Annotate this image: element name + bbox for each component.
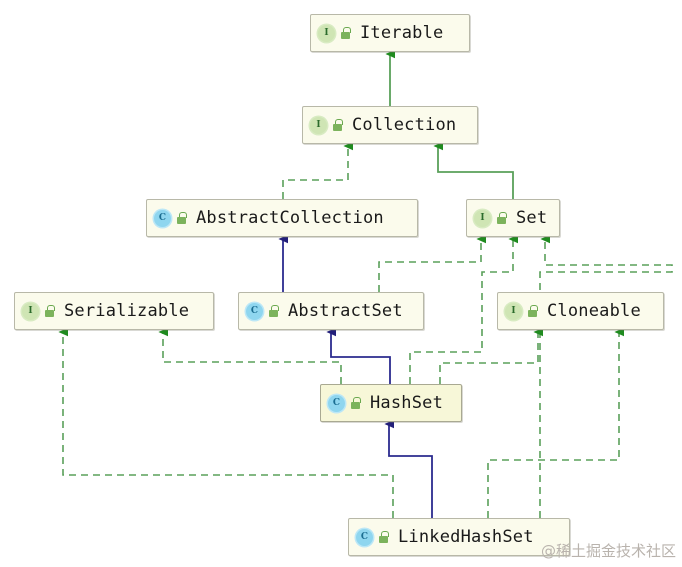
interface-icon: I (505, 302, 522, 320)
uml-node-abstractset[interactable]: C AbstractSet (238, 292, 424, 330)
class-icon: C (246, 302, 263, 320)
edge-linkedhashset-to-cloneable (487, 327, 624, 518)
interface-icon: I (310, 116, 327, 134)
public-lock-icon (378, 531, 389, 543)
edge-hashset-to-set (409, 234, 518, 384)
edge-abstractcollection-to-collection (282, 141, 353, 199)
uml-node-cloneable[interactable]: I Cloneable (497, 292, 664, 330)
interface-icon: I (318, 24, 335, 42)
edge-hashset-to-abstractset (326, 327, 391, 384)
node-icon-group: I (318, 24, 351, 42)
node-label: Serializable (64, 301, 190, 321)
public-lock-icon (44, 305, 55, 317)
node-label: Collection (352, 115, 457, 135)
public-lock-icon (268, 305, 279, 317)
node-label: LinkedHashSet (398, 527, 534, 547)
uml-node-set[interactable]: I Set (466, 199, 560, 237)
edge-linkedhashset-to-serializable (58, 327, 394, 518)
class-icon: C (328, 394, 345, 412)
public-lock-icon (350, 397, 361, 409)
node-icon-group: C (356, 528, 389, 546)
uml-node-linkedhashset[interactable]: C LinkedHashSet (348, 518, 570, 556)
node-icon-group: C (154, 209, 187, 227)
node-icon-group: I (474, 209, 507, 227)
uml-node-iterable[interactable]: I Iterable (310, 14, 470, 52)
node-label: HashSet (370, 393, 444, 413)
edge-linkedhashset-to-hashset (384, 419, 433, 518)
interface-icon: I (22, 302, 39, 320)
public-lock-icon (527, 305, 538, 317)
interface-icon: I (474, 209, 491, 227)
public-lock-icon (332, 119, 343, 131)
node-icon-group: C (328, 394, 361, 412)
edge-hashset-to-cloneable (439, 327, 543, 384)
node-label: AbstractCollection (196, 208, 384, 228)
uml-node-collection[interactable]: I Collection (302, 106, 478, 144)
uml-node-abstractcollection[interactable]: C AbstractCollection (146, 199, 418, 237)
edge-abstractset-to-set (378, 234, 486, 292)
node-label: AbstractSet (288, 301, 403, 321)
public-lock-icon (496, 212, 507, 224)
public-lock-icon (176, 212, 187, 224)
node-label: Cloneable (547, 301, 641, 321)
edge-set-to-collection (433, 141, 514, 199)
class-icon: C (356, 528, 373, 546)
node-icon-group: I (310, 116, 343, 134)
node-label: Set (516, 208, 548, 228)
uml-node-hashset[interactable]: C HashSet (320, 384, 462, 422)
node-icon-group: I (505, 302, 538, 320)
node-label: Iterable (360, 23, 444, 43)
node-icon-group: I (22, 302, 55, 320)
uml-node-serializable[interactable]: I Serializable (14, 292, 214, 330)
edge-linkedhashset-to-set (539, 234, 673, 518)
public-lock-icon (340, 27, 351, 39)
class-icon: C (154, 209, 171, 227)
watermark: @稀土掘金技术社区 (540, 542, 676, 560)
node-icon-group: C (246, 302, 279, 320)
edge-hashset-to-serializable (158, 327, 342, 384)
